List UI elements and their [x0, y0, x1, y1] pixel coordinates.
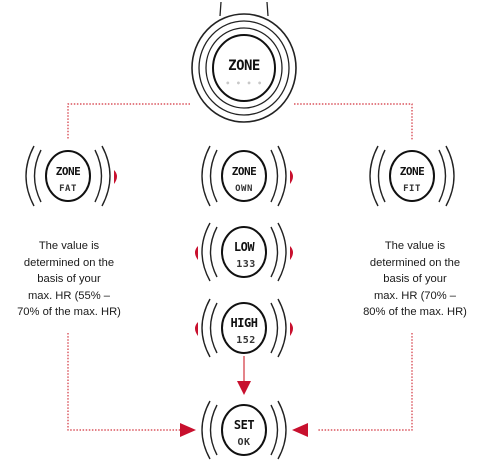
- watch-bracket-right-outer: [278, 299, 286, 357]
- watch-bracket-right-outer: [102, 146, 110, 206]
- watch-bracket-left-inner: [211, 227, 218, 277]
- display-line-1: ZONE: [56, 165, 81, 178]
- display-line-2: OK: [237, 437, 250, 448]
- display-line-2-dim: • • • •: [225, 79, 262, 88]
- watch-bracket-left-outer: [370, 146, 378, 206]
- watch-bracket-right-inner: [271, 405, 278, 455]
- connector-left-to-set: [68, 333, 180, 430]
- watch-zone-fat: ZONE FAT: [26, 146, 117, 206]
- watch-zone-own: ZONE OWN: [202, 146, 293, 206]
- connector-top-to-left: [68, 104, 190, 140]
- watch-zone-fit: ZONE FIT: [370, 146, 454, 206]
- display-line-1: HIGH: [231, 316, 258, 330]
- watch-bracket-right-inner: [271, 150, 278, 202]
- display-line-2: OWN: [235, 184, 253, 194]
- watch-bracket-left-inner: [211, 405, 218, 455]
- arrow-down-into-set: [237, 381, 251, 395]
- display-line-1: SET: [234, 418, 254, 432]
- watch-low: LOW 133: [195, 223, 293, 281]
- display-line-1: ZONE: [228, 58, 260, 74]
- display-line-2: FAT: [59, 184, 77, 194]
- watch-bracket-left-outer: [26, 146, 34, 206]
- red-button-icon: [114, 170, 117, 184]
- display-line-2: FIT: [403, 184, 421, 194]
- connector-right-to-set: [318, 333, 412, 430]
- watch-bracket-left-inner: [211, 303, 218, 353]
- arrow-right-into-set: [180, 423, 196, 437]
- watch-bracket-right-inner: [271, 227, 278, 277]
- watch-bracket-left-outer: [202, 223, 210, 281]
- watch-top-zone: ZONE • • • •: [192, 2, 296, 122]
- watch-bracket-right-outer: [278, 146, 286, 206]
- watch-set-ok: SET OK: [202, 401, 286, 459]
- display-line-1: ZONE: [232, 165, 257, 178]
- red-button-icon: [195, 322, 198, 336]
- display-line-2: 152: [236, 335, 256, 346]
- red-button-icon: [290, 170, 293, 184]
- watch-bracket-left-inner: [35, 150, 42, 202]
- watch-bracket-left-outer: [202, 401, 210, 459]
- watch-bracket-right-outer: [278, 223, 286, 281]
- watch-bracket-left-inner: [379, 150, 386, 202]
- watch-bracket-right-outer: [278, 401, 286, 459]
- display-line-1: ZONE: [400, 165, 425, 178]
- watch-bracket-right-inner: [439, 150, 446, 202]
- watch-bracket-left-inner: [211, 150, 218, 202]
- watch-bracket-left-outer: [202, 299, 210, 357]
- description-right: The value is determined on the basis of …: [350, 238, 480, 321]
- display-line-1: LOW: [234, 240, 255, 254]
- watch-high: HIGH 152: [195, 299, 293, 357]
- watch-bracket-right-outer: [446, 146, 454, 206]
- connector-top-to-right: [294, 104, 412, 140]
- description-left: The value is determined on the basis of …: [4, 238, 134, 321]
- watch-bracket-right-inner: [271, 303, 278, 353]
- red-button-icon: [195, 246, 198, 260]
- red-button-icon: [290, 246, 293, 260]
- watch-bracket-right-inner: [95, 150, 102, 202]
- arrow-left-into-set: [292, 423, 308, 437]
- red-button-icon: [290, 322, 293, 336]
- display-line-2: 133: [236, 259, 256, 270]
- watch-bracket-left-outer: [202, 146, 210, 206]
